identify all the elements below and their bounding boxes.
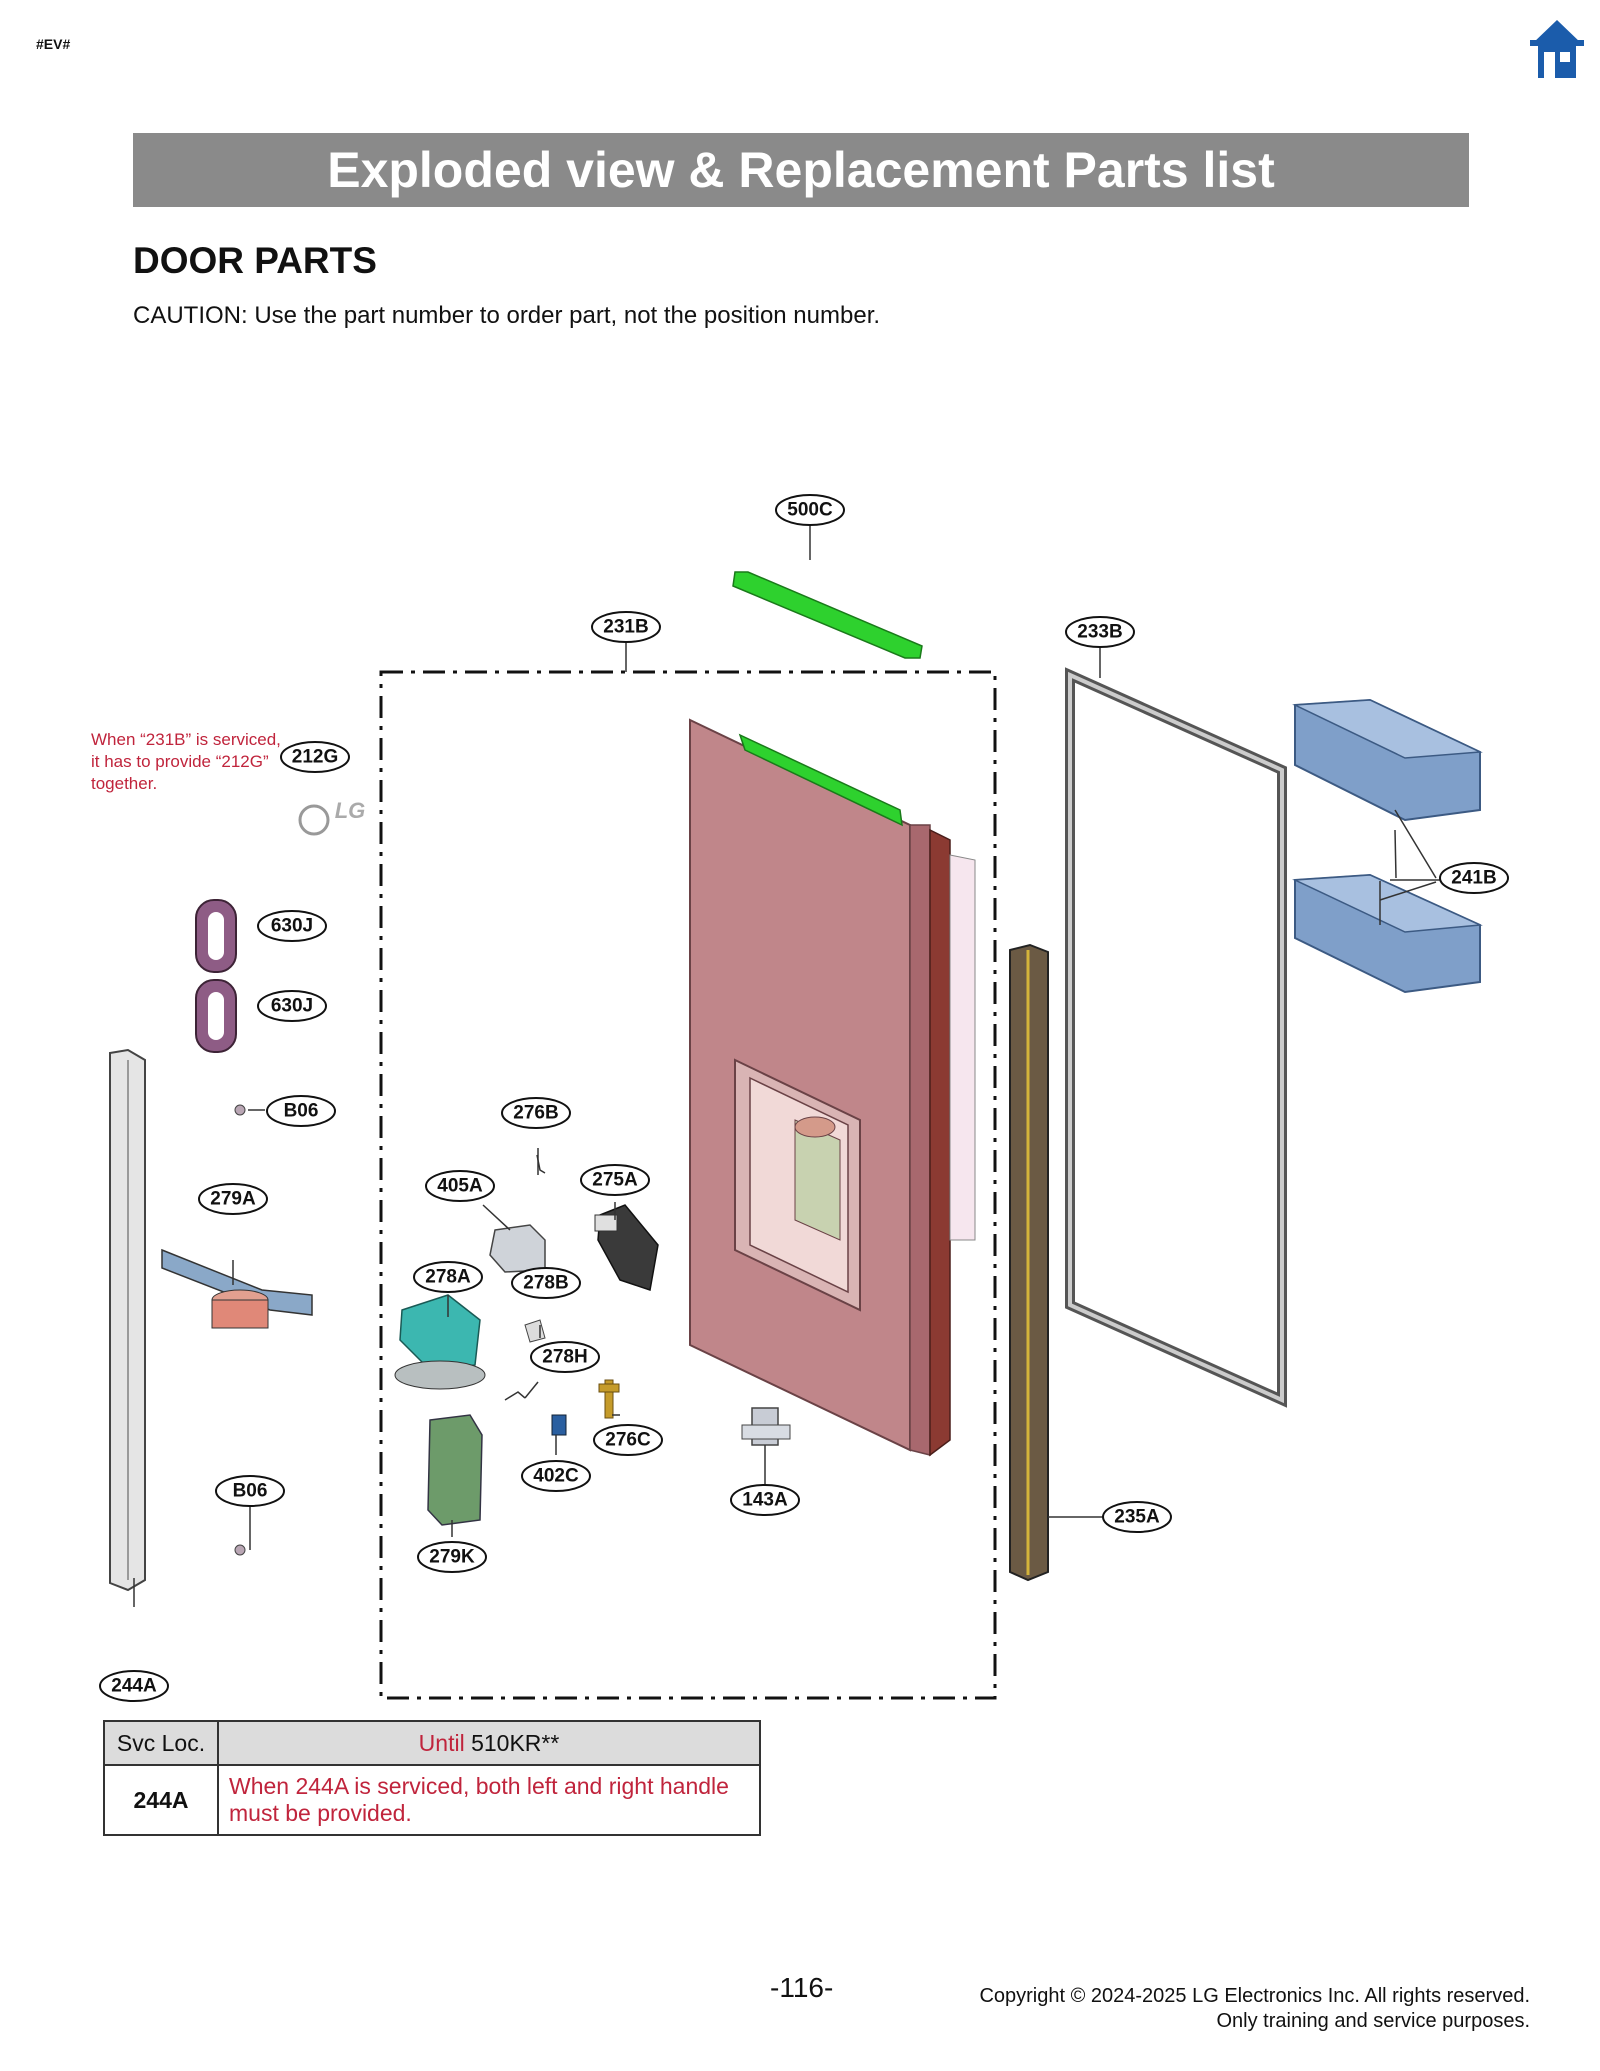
- copyright-line-1: Copyright © 2024-2025 LG Electronics Inc…: [979, 1985, 1530, 2007]
- lg-logo-part: LG: [298, 798, 366, 836]
- screw-lower-part: [234, 1544, 246, 1556]
- svg-text:B06: B06: [284, 1101, 319, 1122]
- document-tag: #EV#: [36, 36, 71, 52]
- callout-405A: 405A: [425, 1170, 495, 1202]
- dispenser-lever-part: [161, 1248, 313, 1329]
- model-code: 510KR**: [471, 1729, 560, 1756]
- callout-143A: 143A: [730, 1484, 800, 1516]
- service-location-table: Svc Loc. Until 510KR** 244A When 244A is…: [103, 1720, 761, 1836]
- svg-text:241B: 241B: [1451, 868, 1496, 889]
- svc-note-value: When 244A is serviced, both left and rig…: [217, 1764, 761, 1836]
- svg-text:244A: 244A: [111, 1676, 157, 1697]
- svg-text:B06: B06: [233, 1481, 268, 1502]
- callout-B06-lower: B06: [215, 1475, 285, 1507]
- callout-500C: 500C: [775, 494, 845, 526]
- svg-text:LG: LG: [335, 798, 366, 823]
- dispenser-motor-part: [489, 1224, 546, 1273]
- callout-275A: 275A: [580, 1164, 650, 1196]
- door-bin-upper-part: [1292, 698, 1483, 822]
- door-seal-strip-part: [1009, 943, 1049, 1582]
- dispenser-cover-part: [427, 1414, 483, 1526]
- handle-cap-upper-part: [195, 899, 237, 973]
- green-top-cover-part: [732, 571, 923, 659]
- ice-chute-part: [394, 1294, 486, 1390]
- svg-text:143A: 143A: [742, 1490, 788, 1511]
- table-header-row: Svc Loc. Until 510KR**: [103, 1720, 761, 1766]
- svg-text:276C: 276C: [605, 1430, 651, 1451]
- svg-text:233B: 233B: [1077, 622, 1122, 643]
- svg-text:402C: 402C: [533, 1466, 579, 1487]
- callout-630J-upper: 630J: [257, 910, 327, 942]
- svg-text:279K: 279K: [429, 1547, 475, 1568]
- svg-text:278H: 278H: [542, 1347, 587, 1368]
- callout-231B: 231B: [591, 611, 661, 643]
- spring-part: [504, 1391, 526, 1401]
- svg-text:231B: 231B: [603, 617, 648, 638]
- callout-630J-lower: 630J: [257, 990, 327, 1022]
- door-panel-part: [689, 718, 976, 1457]
- screw-upper-part: [234, 1104, 246, 1116]
- section-title: DOOR PARTS: [133, 240, 377, 281]
- dispenser-solenoid-part: [594, 1204, 659, 1291]
- svg-text:630J: 630J: [271, 916, 313, 937]
- door-gasket-part: [1065, 667, 1287, 1408]
- handle-cap-lower-part: [195, 979, 237, 1053]
- callout-278B: 278B: [511, 1267, 581, 1299]
- callout-233B: 233B: [1065, 616, 1135, 648]
- svc-loc-value: 244A: [103, 1764, 219, 1836]
- callout-279K: 279K: [417, 1541, 487, 1573]
- home-icon[interactable]: [1530, 18, 1584, 80]
- callout-244A: 244A: [99, 1670, 169, 1702]
- page-title: Exploded view & Replacement Parts list: [133, 133, 1469, 207]
- callout-402C: 402C: [521, 1460, 591, 1492]
- svg-text:279A: 279A: [210, 1189, 256, 1210]
- until-label: Until: [418, 1729, 465, 1756]
- page-number: -116-: [770, 1972, 834, 2003]
- svg-text:278A: 278A: [425, 1267, 471, 1288]
- callout-279A: 279A: [198, 1183, 268, 1215]
- exploded-diagram: LG: [99, 494, 1509, 1702]
- svg-text:278B: 278B: [523, 1273, 568, 1294]
- valve-fitting-part: [598, 1379, 620, 1419]
- callout-278A: 278A: [413, 1261, 483, 1293]
- table-row: 244A When 244A is serviced, both left an…: [103, 1764, 761, 1836]
- copyright-line-2: Only training and service purposes.: [1216, 2010, 1531, 2032]
- svc-loc-header: Svc Loc.: [103, 1720, 219, 1766]
- svg-text:275A: 275A: [592, 1170, 638, 1191]
- sensor-part: [551, 1414, 567, 1436]
- svg-text:630J: 630J: [271, 996, 313, 1017]
- svg-text:405A: 405A: [437, 1176, 483, 1197]
- svg-text:500C: 500C: [787, 500, 833, 521]
- service-note: When “231B” is serviced, it has to provi…: [91, 730, 281, 793]
- hinge-bracket-part: [741, 1407, 791, 1446]
- svg-text:235A: 235A: [1114, 1507, 1160, 1528]
- copyright: Copyright © 2024-2025 LG Electronics Inc…: [900, 1984, 1530, 2034]
- callout-B06-upper: B06: [266, 1095, 336, 1127]
- door-assembly-boundary: [379, 670, 997, 1700]
- callout-276C: 276C: [593, 1424, 663, 1456]
- ice-chute-link-part: [524, 1319, 546, 1343]
- until-header: Until 510KR**: [217, 1720, 761, 1766]
- caution-text: CAUTION: Use the part number to order pa…: [133, 302, 881, 329]
- callout-278H: 278H: [530, 1341, 600, 1373]
- callout-235A: 235A: [1102, 1501, 1172, 1533]
- svg-text:212G: 212G: [292, 747, 338, 768]
- callout-212G: 212G: [280, 741, 350, 773]
- handle-part: [109, 1048, 146, 1592]
- door-bin-lower-part: [1292, 873, 1483, 994]
- svg-text:276B: 276B: [513, 1103, 558, 1124]
- callout-241B: 241B: [1439, 862, 1509, 894]
- callout-276B: 276B: [501, 1097, 571, 1129]
